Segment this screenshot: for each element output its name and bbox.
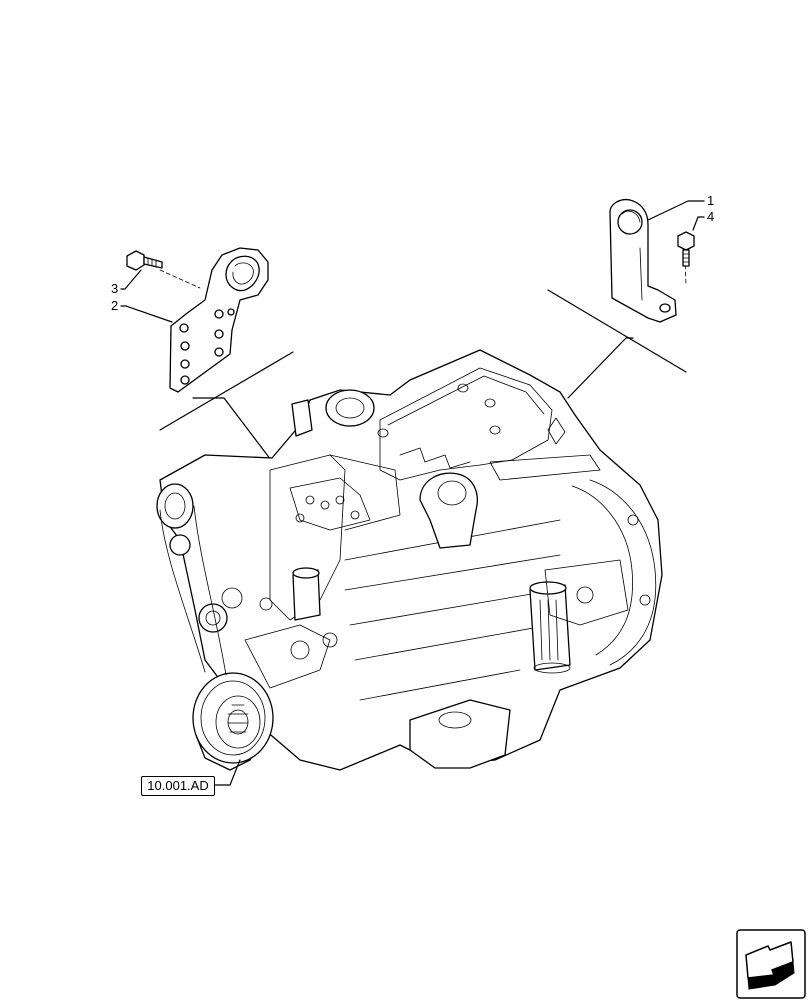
lifting-bracket-2	[169, 247, 269, 393]
next-page-arrow-icon[interactable]	[736, 929, 806, 999]
callout-3: 3	[111, 281, 118, 296]
reference-box-10-001-ad[interactable]: 10.001.AD	[141, 776, 215, 796]
callout-2: 2	[111, 298, 118, 313]
bolt-3	[126, 250, 163, 271]
engine-assembly	[156, 349, 663, 771]
lifting-bracket-1	[609, 198, 677, 323]
reference-leader	[212, 759, 241, 786]
leader-lines	[120, 200, 705, 323]
detail-projection-left	[159, 351, 294, 461]
bolt-4	[677, 231, 695, 267]
callout-4: 4	[707, 209, 714, 224]
callout-1: 1	[707, 193, 714, 208]
detail-projection-right	[547, 289, 687, 399]
